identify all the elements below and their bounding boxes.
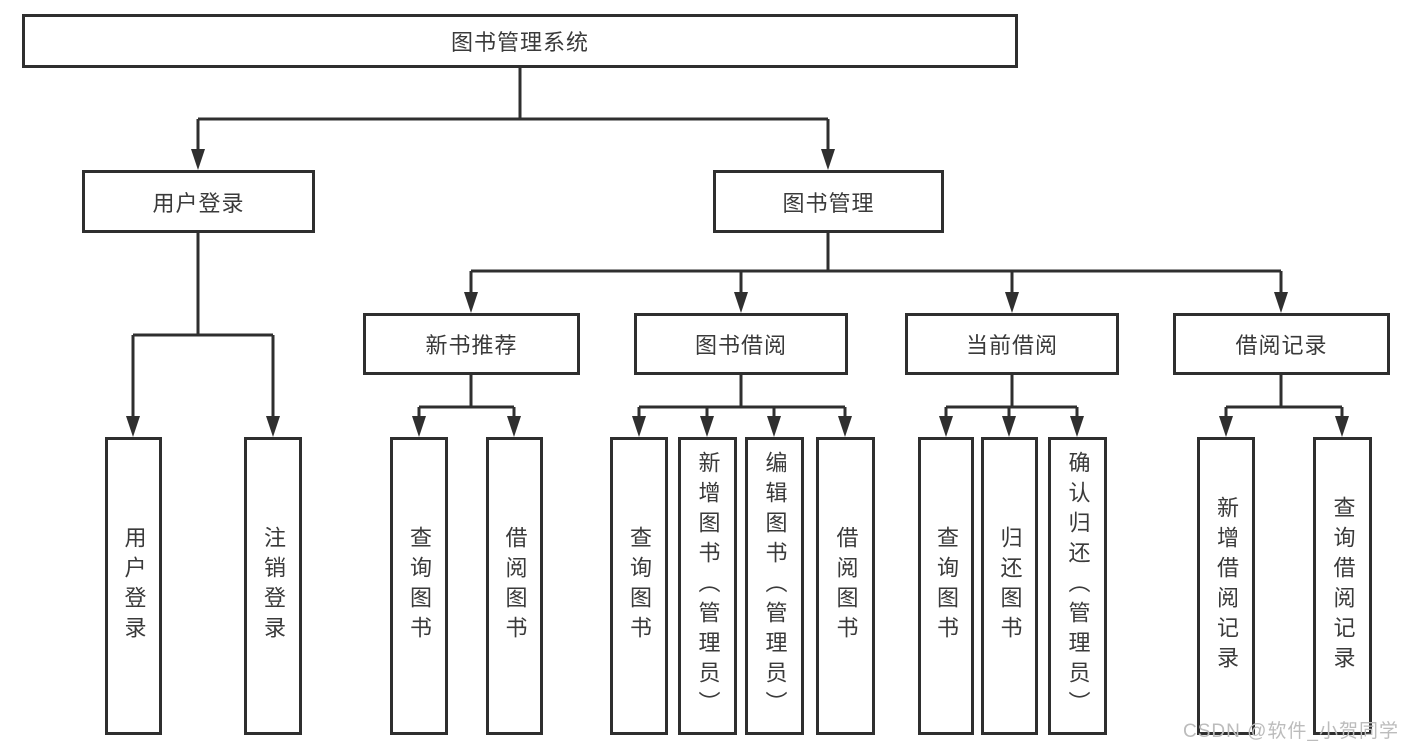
node-label: 新增借阅记录 [1214,496,1239,676]
node-label: 图书借阅 [694,333,787,358]
node-borrow-records: 借阅记录 [1173,313,1390,375]
node-label: 归还图书 [997,526,1023,646]
node-current-borrow: 当前借阅 [905,313,1119,375]
node-label: 新书推荐 [425,333,518,358]
arrow-down-icon [507,416,521,437]
node-label: 查询图书 [627,526,652,646]
leaf-borrow-books: 借阅图书 [816,437,875,735]
arrow-down-icon [939,416,953,437]
node-book-management: 图书管理 [713,170,944,233]
node-label: 图书管理 [782,190,875,216]
connector-book-mgmt-children [469,233,1283,295]
node-label: 用户登录 [121,526,147,646]
node-label: 新增图书（管理员） [695,451,721,721]
arrow-down-icon [1005,292,1019,313]
arrow-down-icon [266,416,280,437]
arrow-down-icon [1070,416,1084,437]
leaf-return-books: 归还图书 [981,437,1038,735]
leaf-confirm-return-admin: 确认归还（管理员） [1048,437,1107,735]
node-new-book-recommend: 新书推荐 [363,313,580,375]
leaf-query-books-borrow: 查询图书 [610,437,668,735]
connector-book-borrow-children [637,375,847,419]
connector-current-borrow-children [944,375,1079,419]
node-label: 借阅图书 [502,526,528,646]
leaf-add-books-admin: 新增图书（管理员） [678,437,737,735]
node-label: 查询图书 [934,526,959,646]
leaf-borrow-books-recommend: 借阅图书 [486,437,543,735]
arrow-down-icon [700,416,714,437]
arrow-down-icon [191,149,205,170]
node-label: 当前借阅 [965,333,1058,358]
arrow-down-icon [126,416,140,437]
leaf-logout: 注销登录 [244,437,302,735]
node-label: 图书管理系统 [450,30,589,55]
connector-user-login-children [131,233,275,419]
arrow-down-icon [1274,292,1288,313]
connector-borrow-record-children [1224,375,1344,419]
arrow-down-icon [632,416,646,437]
node-label: 借阅记录 [1235,333,1328,358]
node-label: 注销登录 [261,526,286,646]
leaf-query-books-recommend: 查询图书 [390,437,448,735]
leaf-add-borrow-record: 新增借阅记录 [1197,437,1255,735]
csdn-watermark: CSDN @软件_小贺同学 [1183,721,1399,742]
arrow-down-icon [767,416,781,437]
arrow-down-icon [1002,416,1016,437]
node-book-borrow: 图书借阅 [634,313,848,375]
node-label: 查询借阅记录 [1330,496,1356,676]
node-label: 查询图书 [407,526,432,646]
arrowheads [126,149,1349,437]
arrow-down-icon [412,416,426,437]
node-label: 用户登录 [152,190,245,216]
node-user-login: 用户登录 [82,170,315,233]
node-label: 编辑图书（管理员） [762,451,788,721]
arrow-down-icon [464,292,478,313]
leaf-edit-books-admin: 编辑图书（管理员） [745,437,804,735]
arrow-down-icon [734,292,748,313]
connector-root-to-branches [196,68,830,152]
node-label: 借阅图书 [833,526,859,646]
node-label: 确认归还（管理员） [1065,451,1091,721]
arrow-down-icon [1335,416,1349,437]
arrow-down-icon [838,416,852,437]
arrow-down-icon [1219,416,1233,437]
leaf-user-login: 用户登录 [105,437,162,735]
node-root-system: 图书管理系统 [22,14,1018,68]
arrow-down-icon [821,149,835,170]
connector-new-book-children [417,375,516,419]
leaf-query-borrow-record: 查询借阅记录 [1313,437,1372,735]
leaf-query-books-current: 查询图书 [918,437,974,735]
